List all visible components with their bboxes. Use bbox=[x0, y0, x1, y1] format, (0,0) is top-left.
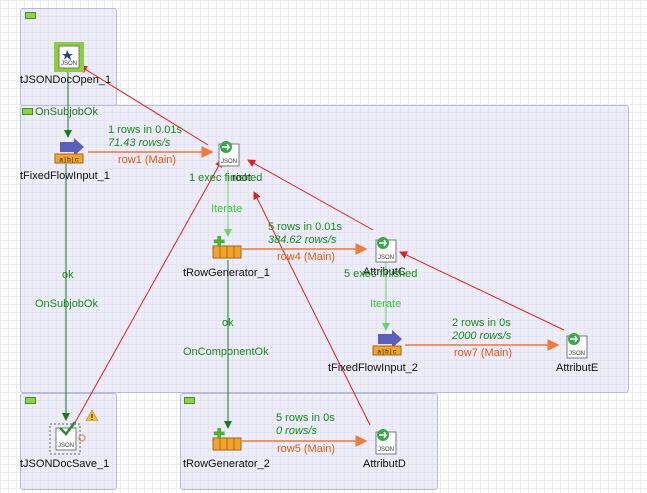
link-name[interactable]: row7 (Main) bbox=[454, 347, 513, 359]
trigger-label[interactable]: ok bbox=[222, 317, 234, 329]
json-attribut-e-icon[interactable]: JSON bbox=[561, 330, 591, 360]
json-root-icon[interactable]: JSON bbox=[213, 138, 243, 168]
link-stats: 1 rows in 0.01s bbox=[108, 124, 182, 136]
component-label: tFixedFlowInput_1 bbox=[20, 170, 110, 182]
link-rate: 384.62 rows/s bbox=[268, 234, 337, 246]
exec-status: 1 exec finished bbox=[189, 172, 263, 184]
svg-text:JSON: JSON bbox=[61, 61, 77, 67]
trigger-label[interactable]: OnComponentOk bbox=[183, 346, 269, 358]
subjob-collapse-button[interactable] bbox=[25, 397, 36, 404]
link-stats: 5 rows in 0.01s bbox=[268, 221, 342, 233]
exec-status: 5 exec finished bbox=[344, 268, 418, 280]
trigger-label[interactable]: OnSubjobOk bbox=[35, 298, 98, 310]
json-doc-open-icon[interactable]: JSON bbox=[54, 42, 84, 72]
svg-text:!: ! bbox=[91, 413, 94, 421]
component-label: AttributD bbox=[363, 458, 406, 470]
link-rate: 2000 rows/s bbox=[452, 330, 512, 342]
row-generator-icon[interactable] bbox=[212, 236, 244, 260]
component-label: tRowGenerator_1 bbox=[183, 267, 270, 279]
iterate-label[interactable]: Iterate bbox=[370, 298, 402, 310]
component-label: AttributE bbox=[556, 362, 599, 374]
svg-text:a|b|c: a|b|c bbox=[377, 349, 397, 356]
subjob-collapse-button[interactable] bbox=[22, 108, 33, 115]
link-lookup[interactable] bbox=[253, 191, 371, 426]
subjob-collapse-button[interactable] bbox=[184, 397, 195, 404]
svg-text:JSON: JSON bbox=[378, 255, 394, 261]
json-attribut-c-icon[interactable]: JSON bbox=[370, 234, 400, 264]
svg-text:JSON: JSON bbox=[58, 443, 74, 449]
subjob-collapse-button[interactable] bbox=[25, 12, 36, 19]
link-rate: 0 rows/s bbox=[276, 425, 317, 437]
link-name[interactable]: row1 (Main) bbox=[118, 154, 177, 166]
warning-icon: ! bbox=[86, 410, 98, 421]
component-label: tFixedFlowInput_2 bbox=[328, 362, 418, 374]
trigger-label[interactable]: ok bbox=[62, 269, 74, 281]
link-lookup[interactable] bbox=[71, 159, 223, 429]
link-lookup[interactable] bbox=[79, 65, 209, 146]
component-label: tJSONDocSave_1 bbox=[20, 458, 110, 470]
svg-text:a|b|c: a|b|c bbox=[59, 157, 79, 164]
subjob-title: OnSubjobOk bbox=[35, 106, 98, 118]
svg-text:JSON: JSON bbox=[569, 351, 585, 357]
json-attribut-d-icon[interactable]: JSON bbox=[370, 426, 400, 456]
iterate-label[interactable]: Iterate bbox=[211, 203, 243, 215]
fixed-flow-input-icon[interactable]: a|b|c bbox=[54, 138, 86, 164]
component-label: tRowGenerator_2 bbox=[183, 458, 270, 470]
link-stats: 2 rows in 0s bbox=[452, 317, 511, 329]
json-doc-save-icon[interactable]: JSON bbox=[49, 420, 87, 456]
component-label: AttributC bbox=[363, 266, 406, 278]
svg-text:JSON: JSON bbox=[221, 159, 237, 165]
link-name[interactable]: row5 (Main) bbox=[277, 443, 336, 455]
link-lookup[interactable] bbox=[247, 159, 374, 231]
fixed-flow-input-icon[interactable]: a|b|c bbox=[372, 330, 404, 356]
component-label: tJSONDocOpen_1 bbox=[20, 74, 112, 86]
link-rate: 71.43 rows/s bbox=[108, 137, 171, 149]
link-stats: 5 rows in 0s bbox=[276, 412, 335, 424]
row-generator-icon[interactable] bbox=[212, 428, 244, 452]
component-label: root bbox=[232, 172, 251, 184]
svg-text:JSON: JSON bbox=[378, 447, 394, 453]
link-name[interactable]: row4 (Main) bbox=[277, 251, 336, 263]
link-lookup[interactable] bbox=[399, 251, 565, 331]
